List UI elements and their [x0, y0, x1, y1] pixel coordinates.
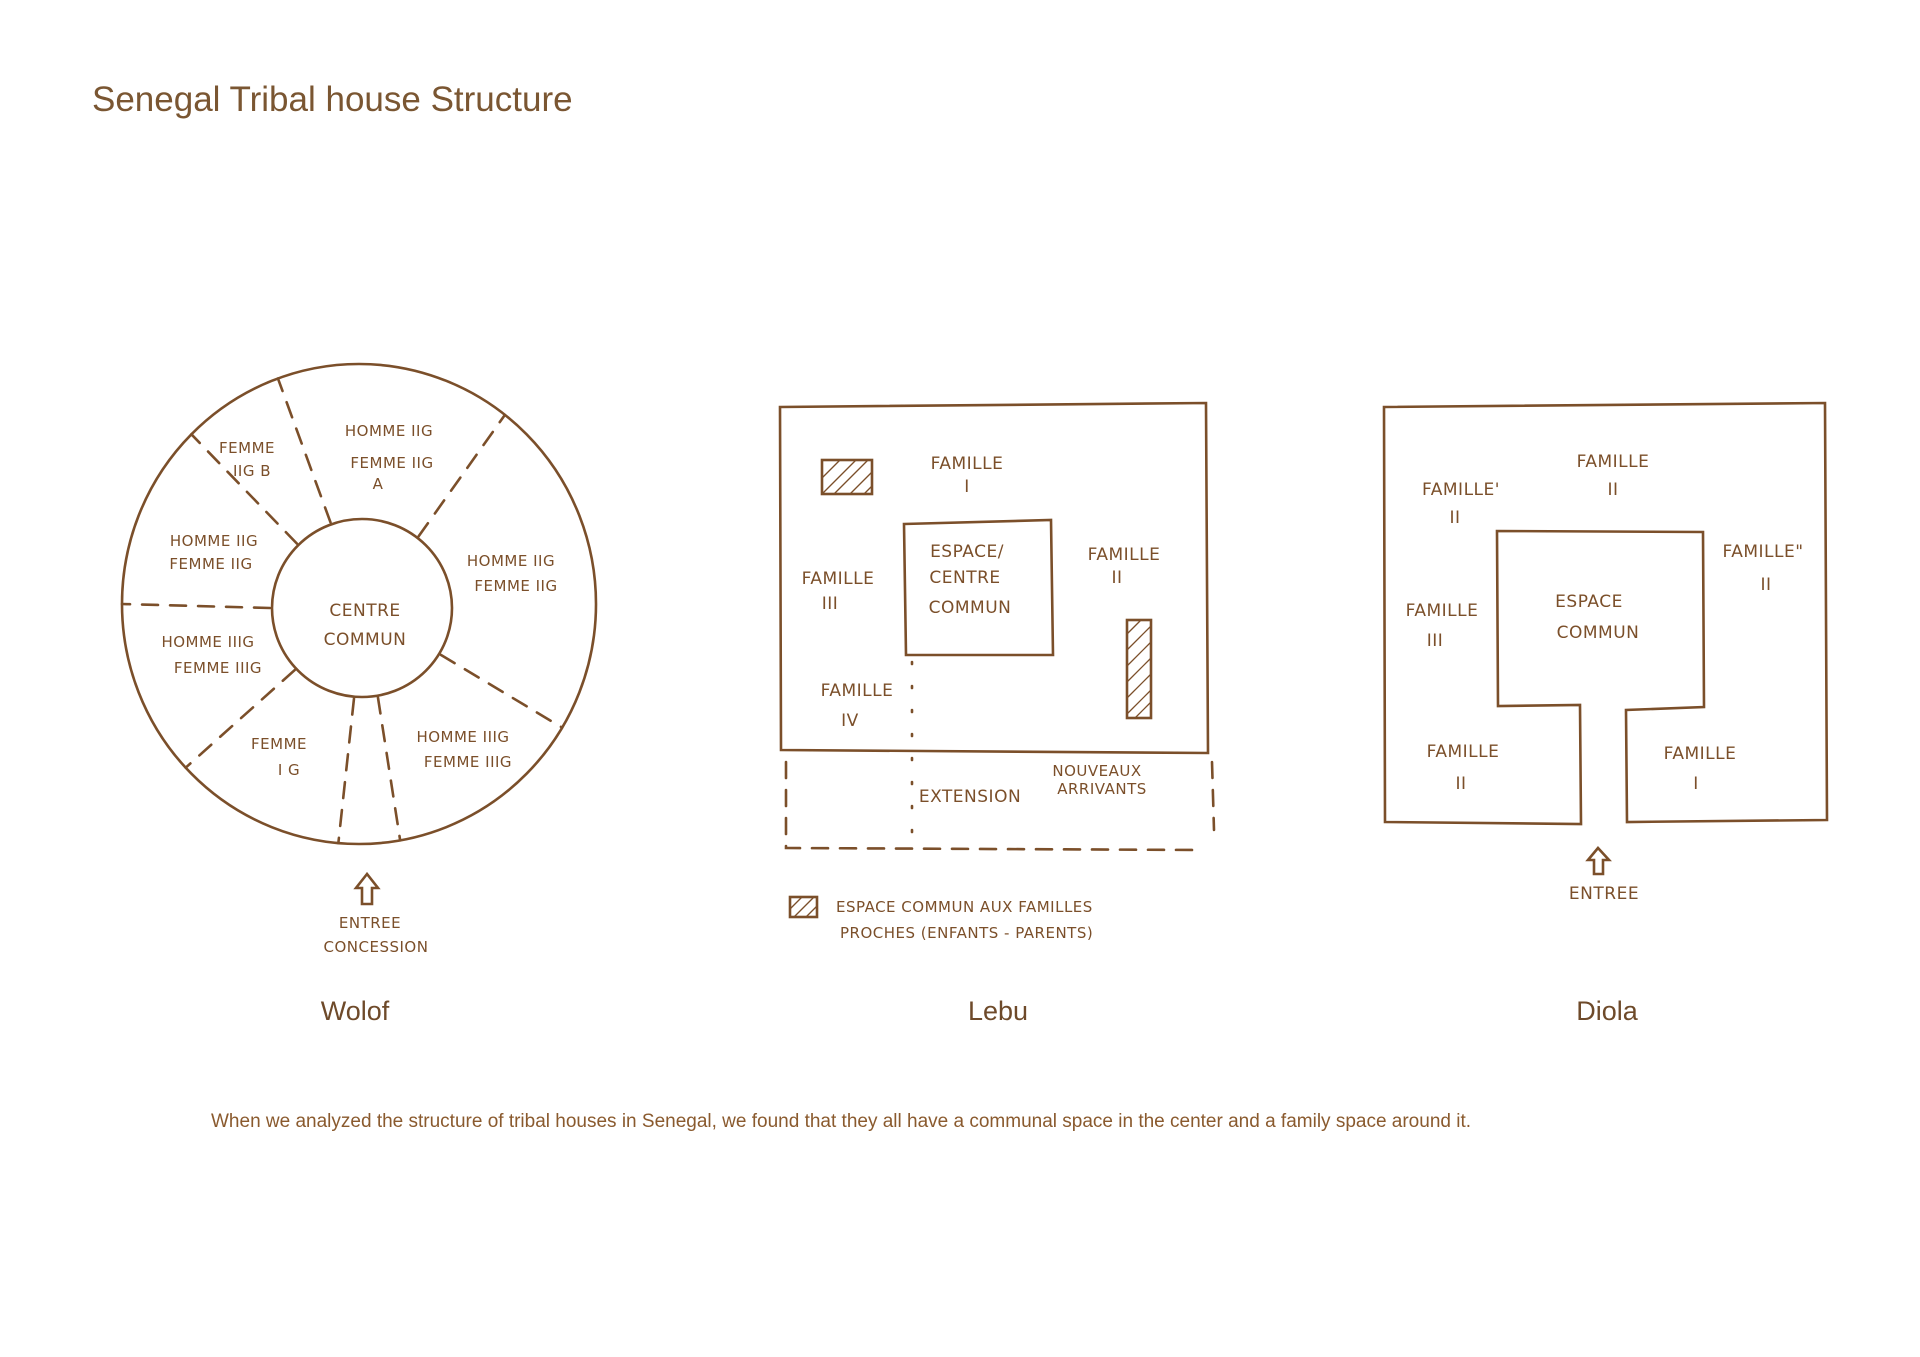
diola-center-label: ESPACE — [1555, 592, 1623, 612]
wolof-sector-label: IIG B — [233, 462, 271, 480]
wolof-sector-label: FEMME IIG — [350, 454, 433, 472]
lebu-extension-boundary — [1210, 760, 1216, 832]
wolof-sector-divider — [120, 602, 272, 610]
lebu-center-label: CENTRE — [929, 568, 1000, 588]
legend-label: ESPACE COMMUN AUX FAMILLES — [836, 898, 1093, 916]
lebu-family-label: III — [822, 594, 839, 614]
lebu-newcomers-label: ARRIVANTS — [1057, 780, 1147, 798]
lebu-diagram: FAMILLE I FAMILLE II FAMILLE III FAMILLE… — [778, 401, 1216, 942]
lebu-center-label: ESPACE/ — [930, 542, 1004, 562]
wolof-sector-label: I G — [278, 761, 300, 779]
wolof-title: Wolof — [320, 996, 390, 1026]
wolof-sector-label: FEMME — [251, 735, 307, 753]
legend-hatch-swatch — [788, 895, 819, 919]
wolof-center-label: CENTRE — [329, 601, 400, 621]
wolof-sector-label: HOMME IIG — [467, 552, 555, 570]
diola-outer-wall — [1382, 401, 1829, 826]
lebu-shared-space-hatch — [820, 458, 1153, 720]
wolof-sector-label: FEMME — [219, 439, 275, 457]
wolof-sector-divider — [184, 668, 297, 769]
lebu-extension-boundary — [784, 760, 1202, 852]
lebu-family-label: IV — [841, 711, 859, 731]
wolof-entrance-label: ENTREE — [339, 914, 401, 932]
diola-title: Diola — [1576, 996, 1638, 1026]
lebu-extension-label: EXTENSION — [919, 787, 1021, 807]
wolof-diagram: CENTRE COMMUN FEMME IIG B HOMME IIG FEMM… — [120, 362, 598, 956]
diola-family-label: II — [1449, 508, 1460, 528]
lebu-family-label: FAMILLE — [821, 681, 894, 701]
wolof-sector-label: HOMME IIG — [170, 532, 258, 550]
diola-family-label: FAMILLE — [1664, 744, 1737, 764]
diola-family-label: II — [1760, 575, 1771, 595]
lebu-newcomers-label: NOUVEAUX — [1052, 762, 1141, 780]
wolof-sector-divider — [376, 696, 402, 842]
legend-label: PROCHES (ENFANTS - PARENTS) — [840, 924, 1093, 942]
diola-family-label: FAMILLE' — [1422, 480, 1500, 500]
diola-family-label: I — [1693, 774, 1699, 794]
diola-center-label: COMMUN — [1557, 623, 1640, 643]
lebu-family-label: FAMILLE — [802, 569, 875, 589]
lebu-outer-wall — [778, 401, 1210, 755]
lebu-family-label: I — [964, 477, 970, 497]
lebu-family-label: FAMILLE — [931, 454, 1004, 474]
wolof-sector-label: FEMME IIG — [474, 577, 557, 595]
lebu-center-label: COMMUN — [929, 598, 1012, 618]
wolof-sector-label: FEMME IIIG — [424, 753, 512, 771]
up-arrow-icon — [353, 871, 381, 906]
wolof-sector-divider — [190, 432, 299, 545]
diola-family-label: II — [1455, 774, 1466, 794]
wolof-sector-label: FEMME IIG — [169, 555, 252, 573]
wolof-entrance-label: CONCESSION — [324, 938, 429, 956]
lebu-title: Lebu — [967, 996, 1029, 1026]
wolof-sector-dividers — [120, 377, 564, 845]
diola-family-label: III — [1427, 631, 1444, 651]
page-title: Senegal Tribal house Structure — [92, 80, 573, 119]
diola-family-label: FAMILLE — [1427, 742, 1500, 762]
wolof-central-court — [270, 517, 454, 699]
lebu-common-space — [902, 518, 1055, 657]
diola-entrance-label: ENTREE — [1569, 884, 1639, 904]
wolof-sector-divider — [439, 653, 564, 729]
lebu-family-label: II — [1111, 568, 1122, 588]
caption: When we analyzed the structure of tribal… — [211, 1111, 1472, 1132]
wolof-sector-divider — [276, 377, 332, 524]
up-arrow-icon — [1585, 846, 1612, 876]
diola-diagram: FAMILLE II FAMILLE' II FAMILLE" II FAMIL… — [1382, 401, 1829, 904]
wolof-sector-label: HOMME IIG — [345, 422, 433, 440]
wolof-sector-label: A — [373, 475, 384, 493]
wolof-center-label: COMMUN — [324, 630, 407, 650]
wolof-sector-label: HOMME IIIG — [416, 728, 509, 746]
lebu-family-label: FAMILLE — [1088, 545, 1161, 565]
wolof-sector-divider — [417, 413, 507, 538]
diola-family-label: II — [1607, 480, 1618, 500]
diola-family-label: FAMILLE" — [1722, 542, 1803, 562]
wolof-sector-label: HOMME IIIG — [161, 633, 254, 651]
wolof-sector-divider — [337, 697, 356, 845]
wolof-sector-label: FEMME IIIG — [174, 659, 262, 677]
diola-family-label: FAMILLE — [1406, 601, 1479, 621]
diola-family-label: FAMILLE — [1577, 452, 1650, 472]
